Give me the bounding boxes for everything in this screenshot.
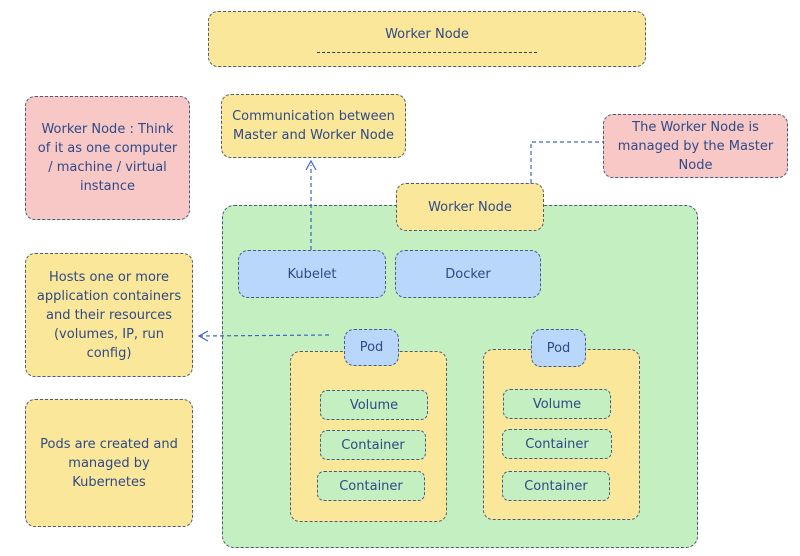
pod1-volume-label: Volume — [349, 397, 399, 413]
worker-node-label: Worker Node — [428, 199, 512, 215]
worker-node-note: Worker Node : Think of it as one compute… — [25, 96, 190, 220]
pod1-container-2-label: Container — [339, 478, 403, 494]
worker-node-note-text: Worker Node : Think of it as one compute… — [37, 122, 178, 194]
title-underline — [317, 52, 537, 53]
pod2-container-2: Container — [502, 471, 610, 501]
pod-hosts-arrowhead — [197, 330, 209, 342]
communication-note-text: Communication between Master and Worker … — [232, 109, 395, 143]
pod-hosts-note-text: Hosts one or more application containers… — [36, 269, 182, 361]
pod-hosts-note: Hosts one or more application containers… — [25, 253, 193, 377]
pod-label-1: Pod — [359, 340, 384, 355]
kubelet-label: Kubelet — [287, 266, 337, 282]
pod1-container-1: Container — [320, 430, 426, 460]
pod1-container-1-label: Container — [341, 437, 405, 453]
pod1-volume: Volume — [320, 390, 428, 420]
title-box: Worker Node — [208, 11, 646, 67]
pods-created-note: Pods are created and managed by Kubernet… — [25, 399, 193, 527]
pod-label-2: Pod — [546, 340, 571, 356]
communication-note: Communication between Master and Worker … — [221, 94, 406, 158]
worker-node-label-box: Worker Node — [396, 183, 544, 231]
pod2-container-2-label: Container — [524, 478, 588, 494]
pod1-container-2: Container — [317, 471, 425, 501]
pod2-volume: Volume — [503, 389, 611, 419]
pod-tag-1: Pod — [344, 329, 399, 366]
pod2-container-1: Container — [502, 429, 612, 459]
pod2-container-1-label: Container — [525, 436, 589, 452]
kubelet-arrowhead — [305, 159, 317, 171]
docker-box: Docker — [395, 250, 541, 298]
managed-note-text: The Worker Node is managed by the Master… — [617, 119, 774, 173]
pod2-volume-label: Volume — [532, 396, 582, 412]
managed-note: The Worker Node is managed by the Master… — [603, 114, 788, 178]
pod-tag-2: Pod — [531, 329, 586, 367]
diagram-title: Worker Node — [385, 27, 469, 42]
pods-created-note-text: Pods are created and managed by Kubernet… — [40, 436, 178, 490]
worker-node-to-managed-line — [530, 141, 603, 183]
kubelet-box: Kubelet — [238, 250, 386, 298]
docker-label: Docker — [445, 266, 491, 282]
